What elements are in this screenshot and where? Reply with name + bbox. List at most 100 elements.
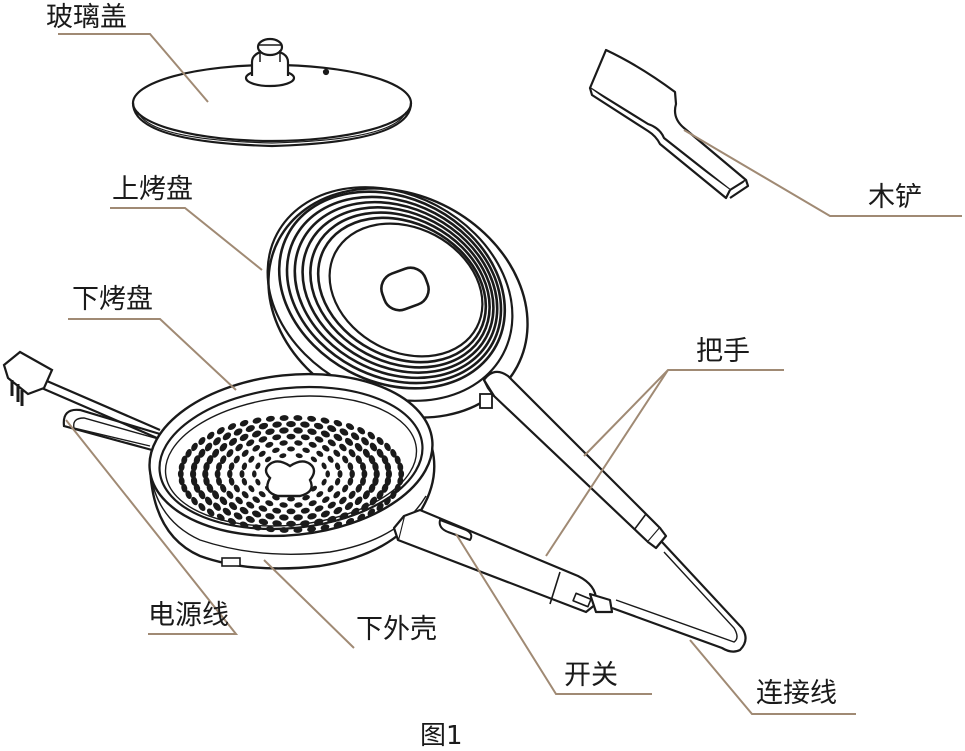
- upper-plate: [266, 186, 529, 419]
- plate-stud: [325, 470, 331, 478]
- plate-stud: [239, 470, 245, 478]
- plate-stud: [222, 507, 232, 516]
- power-cord: [2, 350, 163, 452]
- plate-stud: [258, 491, 266, 498]
- plate-stud: [193, 483, 201, 493]
- plate-stud: [279, 427, 289, 434]
- plate-stud: [300, 434, 310, 441]
- plate-stud: [367, 431, 376, 440]
- plate-stud: [241, 449, 249, 457]
- plate-stud: [233, 428, 243, 436]
- plate-stud: [279, 527, 289, 533]
- plate-stud: [190, 469, 197, 479]
- plate-stud: [226, 490, 234, 499]
- plate-stud: [308, 441, 317, 448]
- plate-stud: [198, 490, 206, 500]
- plate-stud: [313, 422, 324, 430]
- plate-stud: [339, 512, 349, 520]
- plate-stud: [369, 496, 378, 506]
- plate-stud: [279, 514, 289, 521]
- label-lower-plate: 下烤盘: [72, 284, 153, 315]
- label-wooden-spatula: 木铲: [868, 182, 922, 213]
- plate-stud: [307, 428, 317, 435]
- label-upper-plate: 上烤盘: [112, 174, 193, 205]
- plate-stud: [235, 443, 243, 452]
- plate-stud: [241, 477, 248, 486]
- plate-stud: [255, 478, 261, 486]
- plate-stud: [293, 415, 303, 421]
- plate-stud: [350, 507, 360, 516]
- plate-stud: [239, 521, 249, 529]
- plate-stud: [339, 428, 349, 436]
- plate-stud: [376, 490, 384, 500]
- plate-stud: [245, 515, 255, 523]
- plate-stud: [265, 441, 274, 448]
- plate-stud: [322, 445, 330, 452]
- plate-stud: [286, 421, 296, 428]
- plate-stud: [239, 506, 249, 515]
- plate-stud: [369, 442, 378, 452]
- plate-stud: [355, 455, 362, 464]
- plate-stud: [345, 517, 355, 525]
- plate-stud: [246, 439, 255, 447]
- plate-stud: [345, 423, 355, 431]
- plate-stud: [322, 496, 330, 503]
- plate-stud: [228, 502, 238, 511]
- plate-stud: [295, 453, 303, 459]
- plate-stud: [307, 513, 317, 520]
- plate-stud: [361, 437, 369, 446]
- plate-stud: [390, 490, 397, 500]
- plate-stud: [320, 417, 330, 424]
- plate-stud: [213, 437, 221, 446]
- plate-stud: [191, 496, 198, 506]
- plate-stud: [287, 446, 295, 452]
- plate-stud: [339, 496, 347, 505]
- plate-stud: [360, 462, 366, 472]
- plate-stud: [350, 432, 360, 441]
- plate-stud: [252, 445, 260, 452]
- plate-stud: [327, 515, 337, 523]
- plate-stud: [191, 442, 198, 452]
- plate-stud: [354, 496, 363, 506]
- plate-stud: [255, 462, 261, 470]
- plate-stud: [279, 502, 288, 508]
- plate-stud: [264, 456, 272, 463]
- plate-stud: [245, 425, 255, 433]
- plate-stud: [252, 417, 262, 424]
- plate-stud: [248, 485, 255, 493]
- lower-plate: [148, 372, 436, 570]
- label-switch: 开关: [564, 660, 618, 691]
- plate-stud: [198, 502, 206, 512]
- plate-stud: [373, 469, 380, 479]
- plate-stud: [294, 440, 303, 446]
- plate-stud: [235, 496, 243, 505]
- label-handle: 把手: [696, 336, 750, 367]
- plate-stud: [286, 520, 296, 528]
- plate-stud: [177, 469, 184, 479]
- plate-stud: [258, 450, 266, 457]
- plate-stud: [360, 476, 366, 486]
- plate-stud: [279, 453, 287, 459]
- plate-stud: [203, 462, 210, 472]
- plate-stud: [178, 462, 185, 472]
- plate-stud: [333, 506, 343, 515]
- plate-stud: [204, 442, 213, 452]
- plate-stud: [227, 469, 233, 479]
- plate-stud: [361, 502, 369, 511]
- plate-stud: [293, 427, 303, 434]
- plate-stud: [372, 476, 379, 486]
- plate-stud: [397, 476, 404, 486]
- plate-stud: [181, 455, 188, 465]
- label-glass-lid: 玻璃盖: [46, 2, 127, 33]
- plate-stud: [339, 443, 347, 452]
- plate-stud: [344, 502, 354, 511]
- plate-stud: [307, 526, 317, 533]
- plate-stud: [272, 434, 282, 441]
- plate-stud: [228, 437, 238, 446]
- plate-stud: [384, 496, 391, 506]
- plate-stud: [241, 462, 248, 471]
- plate-stud: [287, 496, 295, 502]
- plate-stud: [333, 521, 343, 529]
- plate-stud: [327, 425, 337, 433]
- plate-stud: [381, 455, 389, 465]
